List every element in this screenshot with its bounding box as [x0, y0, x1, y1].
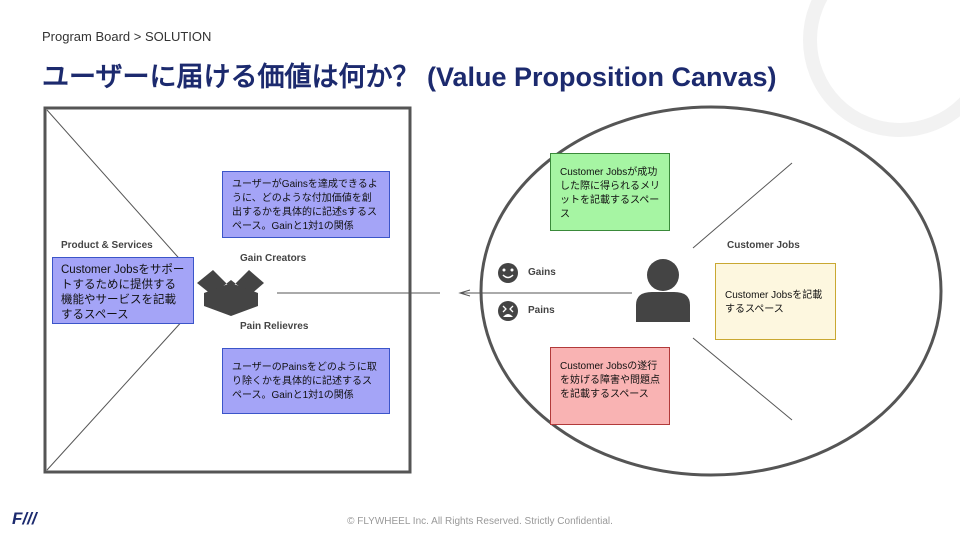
- gain-creators-note[interactable]: ユーザーがGainsを達成できるように、どのような付加価値を創出するかを具体的に…: [222, 171, 390, 238]
- user-icon: [636, 259, 690, 322]
- box-icon: [197, 270, 264, 316]
- pain-relievers-note[interactable]: ユーザーのPainsをどのように取り除くかを具体的に記述するスペース。Gainと…: [222, 348, 390, 414]
- divider-line: [692, 337, 793, 421]
- frown-icon: [498, 301, 518, 321]
- gain-creators-label: Gain Creators: [240, 253, 307, 264]
- arrow-icon: [458, 289, 471, 297]
- footer-copyright: © FLYWHEEL Inc. All Rights Reserved. Str…: [347, 516, 613, 527]
- smile-icon: [498, 263, 518, 283]
- product-services-label: Product & Services: [61, 240, 153, 251]
- pain-relievers-label: Pain Relievres: [240, 321, 309, 332]
- gains-note[interactable]: Customer Jobsが成功した際に得られるメリットを記載するスペース: [550, 153, 670, 231]
- pains-label: Pains: [528, 305, 555, 316]
- page-title: ユーザーに届ける価値は何か？ (Value Proposition Canvas…: [42, 62, 777, 92]
- product-services-note[interactable]: Customer Jobsをサポートするために提供する機能やサービスを記載するス…: [52, 257, 194, 324]
- breadcrumb: Program Board > SOLUTION: [42, 29, 212, 44]
- pains-note[interactable]: Customer Jobsの遂行を妨げる障害や問題点を記載するスペース: [550, 347, 670, 425]
- flywheel-logo: F///: [12, 509, 37, 528]
- divider-line: [692, 162, 793, 249]
- customer-profile-circle: [479, 105, 943, 477]
- divider-line: [46, 109, 186, 266]
- gains-label: Gains: [528, 267, 556, 278]
- customer-jobs-label: Customer Jobs: [727, 240, 800, 251]
- divider-line: [46, 317, 186, 471]
- customer-jobs-note[interactable]: Customer Jobsを記載するスペース: [715, 263, 836, 340]
